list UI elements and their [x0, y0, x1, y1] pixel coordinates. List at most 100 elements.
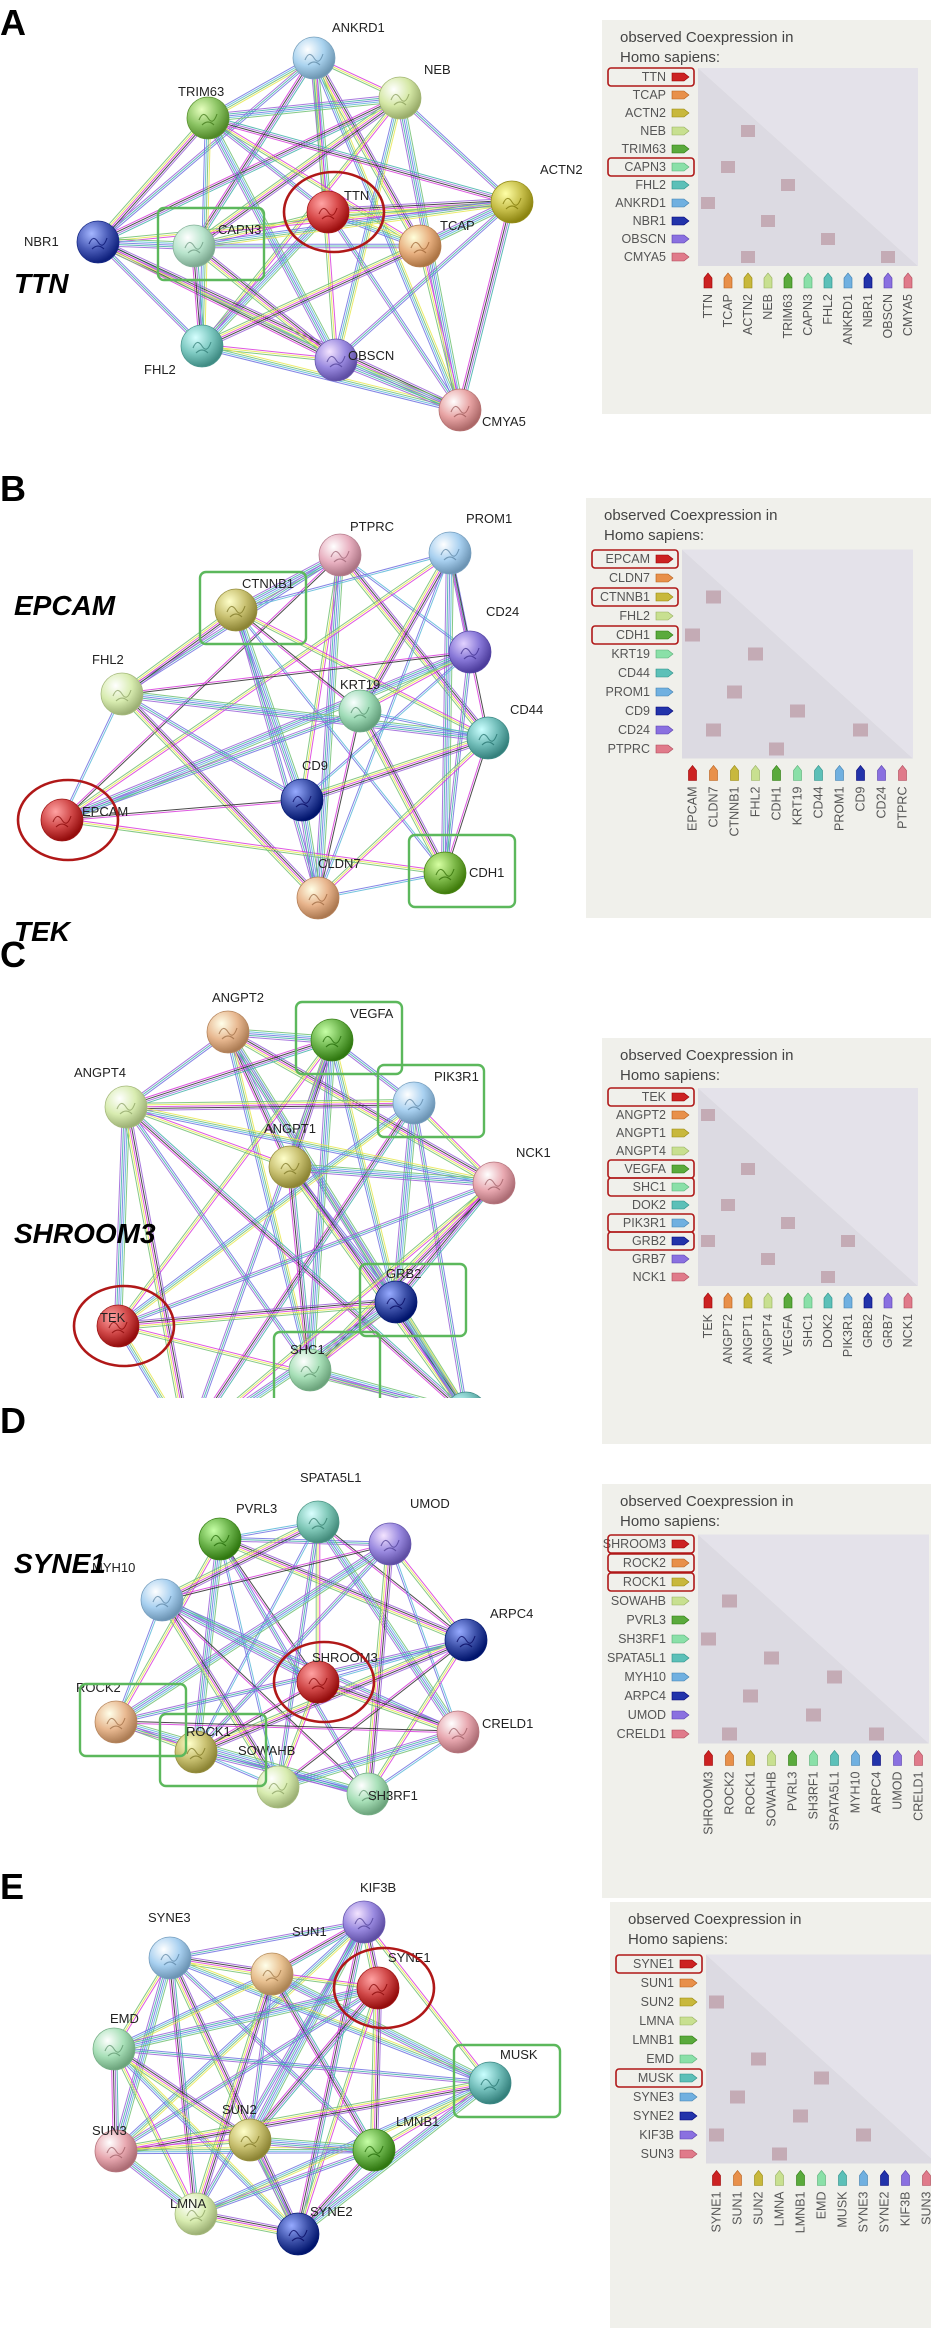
- node-spata5l1[interactable]: SPATA5L1: [296, 1470, 361, 1544]
- node-tcap[interactable]: TCAP: [398, 218, 475, 268]
- row-label: SUN1: [641, 1976, 674, 1990]
- edge: [114, 1537, 219, 1722]
- edge: [277, 1729, 458, 1786]
- node-ttn[interactable]: TTN: [306, 188, 369, 234]
- node-cmya5[interactable]: CMYA5: [438, 388, 526, 432]
- node-ankrd1[interactable]: ANKRD1: [292, 20, 385, 80]
- coexpression-cell: [743, 1689, 758, 1703]
- node-cd9[interactable]: CD9: [280, 758, 328, 822]
- node-capn3[interactable]: CAPN3: [172, 222, 261, 268]
- edge: [270, 1976, 489, 2087]
- node-vegfa[interactable]: VEGFA: [310, 1006, 394, 1062]
- row-label: PVRL3: [626, 1613, 666, 1627]
- node-neb[interactable]: NEB: [378, 62, 451, 120]
- node-creld1[interactable]: CRELD1: [436, 1710, 533, 1754]
- coexpression-cell: [821, 1271, 835, 1283]
- node-sun3[interactable]: SUN3: [92, 2123, 138, 2173]
- node-tek[interactable]: TEK: [96, 1304, 140, 1348]
- edge: [417, 246, 459, 411]
- node-nbr1[interactable]: NBR1: [24, 220, 120, 264]
- edge: [208, 116, 513, 202]
- node-krt19[interactable]: KRT19: [338, 677, 382, 733]
- column-color-tag: [843, 1292, 853, 1309]
- node-sun1[interactable]: SUN1: [250, 1924, 327, 1996]
- node-lmnb1[interactable]: LMNB1: [352, 2114, 439, 2172]
- edge: [117, 1301, 397, 1327]
- coexpression-cell: [701, 1632, 716, 1646]
- node-syne1[interactable]: SYNE1: [356, 1950, 431, 2010]
- edge: [413, 1102, 464, 1398]
- node-trim63[interactable]: TRIM63: [178, 84, 230, 140]
- node-shroom3[interactable]: SHROOM3: [296, 1650, 378, 1704]
- column-color-tag: [814, 765, 823, 781]
- node-rock2[interactable]: ROCK2: [76, 1680, 138, 1744]
- node-musk[interactable]: MUSK: [468, 2047, 538, 2105]
- node-cd44[interactable]: CD44: [466, 702, 543, 760]
- edge: [290, 1162, 495, 1180]
- column-label: TTN: [701, 294, 715, 318]
- node-fhl2[interactable]: FHL2: [92, 652, 144, 716]
- edge: [292, 1166, 314, 1370]
- column-label: SH3RF1: [807, 1771, 821, 1819]
- node-actn2[interactable]: ACTN2: [490, 162, 583, 224]
- panel-letter: B: [0, 468, 26, 509]
- node-angpt1[interactable]: ANGPT1: [264, 1121, 316, 1189]
- edge: [208, 114, 513, 200]
- node-grb2[interactable]: GRB2: [374, 1266, 421, 1324]
- node-prom1[interactable]: PROM1: [428, 511, 512, 575]
- node-cldn7[interactable]: CLDN7: [296, 856, 361, 920]
- edge: [239, 1182, 495, 1398]
- row-color-tag: [679, 2054, 698, 2064]
- node-angpt4[interactable]: ANGPT4: [74, 1065, 148, 1129]
- node-sh3rf1[interactable]: SH3RF1: [346, 1772, 418, 1816]
- node-umod[interactable]: UMOD: [368, 1496, 450, 1566]
- node-arpc4[interactable]: ARPC4: [444, 1606, 533, 1662]
- node-dok2[interactable]: DOK2: [445, 1391, 515, 1398]
- edge: [247, 1973, 271, 2140]
- edge: [117, 1297, 396, 1323]
- row-color-tag: [655, 706, 674, 716]
- node-fhl2[interactable]: FHL2: [144, 324, 224, 377]
- row-color-tag: [679, 2111, 698, 2121]
- column-label: SYNE1: [710, 2191, 724, 2232]
- node-syne2[interactable]: SYNE2: [276, 2204, 353, 2256]
- edge: [219, 1538, 467, 1641]
- column-color-tag: [823, 1292, 833, 1309]
- row-color-tag: [655, 592, 674, 602]
- edge: [335, 359, 461, 411]
- node-lmna[interactable]: LMNA: [170, 2192, 218, 2236]
- edge: [237, 609, 305, 800]
- edge: [125, 1102, 415, 1108]
- node-sowahb[interactable]: SOWAHB: [238, 1743, 300, 1809]
- column-label: SPATA5L1: [828, 1771, 842, 1830]
- node-ptprc[interactable]: PTPRC: [318, 519, 394, 577]
- edge: [193, 200, 512, 246]
- node-pvrl3[interactable]: PVRL3: [198, 1501, 277, 1561]
- node-nck1[interactable]: NCK1: [472, 1145, 551, 1205]
- edge: [225, 1032, 289, 1169]
- node-syne3[interactable]: SYNE3: [148, 1910, 192, 1980]
- coexpression-title-line2: Homo sapiens:: [604, 527, 705, 544]
- node-pik3r1[interactable]: PIK3R1: [392, 1069, 479, 1125]
- edge: [289, 1166, 495, 1184]
- node-kif3b[interactable]: KIF3B: [342, 1880, 396, 1944]
- coexpression-matrix: TTNTCAPACTN2NEBTRIM63CAPN3FHL2ANKRD1NBR1…: [607, 67, 918, 345]
- node-label: ANGPT4: [74, 1065, 126, 1080]
- node-myh10[interactable]: MYH10: [92, 1560, 184, 1622]
- edge: [317, 1522, 466, 1642]
- row-label: SHROOM3: [603, 1537, 666, 1551]
- row-label: ROCK1: [623, 1575, 666, 1589]
- edge: [61, 798, 302, 820]
- node-obscn[interactable]: OBSCN: [314, 338, 394, 382]
- node-cdh1[interactable]: CDH1: [423, 851, 504, 895]
- node-cd24[interactable]: CD24: [448, 604, 519, 674]
- node-angpt2[interactable]: ANGPT2: [206, 990, 264, 1054]
- node-shc1[interactable]: SHC1: [288, 1342, 332, 1392]
- node-emd[interactable]: EMD: [92, 2011, 139, 2071]
- column-label: KIF3B: [899, 2192, 913, 2227]
- column-label: CTNNB1: [728, 786, 742, 836]
- node-sun2[interactable]: SUN2: [222, 2102, 272, 2162]
- edge: [113, 2048, 197, 2215]
- node-ctnnb1[interactable]: CTNNB1: [214, 576, 294, 632]
